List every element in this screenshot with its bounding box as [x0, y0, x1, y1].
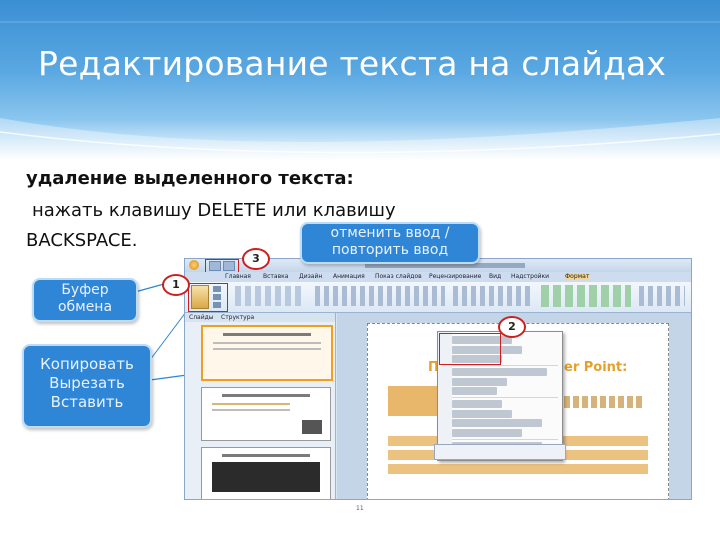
- ctx-menu-item[interactable]: [452, 428, 522, 437]
- badge-2: 2: [498, 316, 526, 338]
- header-band: [0, 0, 720, 160]
- slide-heading-right: er Point:: [564, 360, 628, 375]
- ribbon-tab-8[interactable]: Формат: [565, 273, 590, 280]
- body-line-1: удаление выделенного текста:: [26, 168, 354, 189]
- slide-thumbnail-3[interactable]: [201, 447, 331, 499]
- header-wave-decoration: [0, 21, 720, 160]
- undo-redo-callout: отменить ввод / повторить ввод: [300, 222, 480, 264]
- font-group: [315, 286, 445, 306]
- undo-redo-line-2: повторить ввод: [331, 242, 449, 258]
- ctx-separator: [452, 365, 558, 366]
- ribbon-tab-0[interactable]: Главная: [225, 273, 251, 280]
- ctx-menu-item[interactable]: [452, 336, 512, 344]
- slide-text-block-1: [564, 396, 644, 408]
- commands-callout: Копировать Вырезать Вставить: [22, 344, 152, 428]
- badge-3: 3: [242, 248, 270, 270]
- ribbon-tab-6[interactable]: Вид: [489, 273, 502, 280]
- ctx-menu-item[interactable]: [452, 355, 502, 363]
- slide-thumbnail-1[interactable]: [201, 325, 333, 381]
- paragraph-group: [453, 286, 533, 306]
- office-button-icon: [189, 260, 199, 270]
- ctx-menu-item[interactable]: [452, 345, 522, 354]
- page-number: 11: [356, 505, 364, 512]
- slides-group: [235, 286, 305, 306]
- copy-icon[interactable]: [213, 294, 221, 300]
- ctx-menu-item[interactable]: [452, 387, 497, 395]
- slides-panel: Слайды Структура: [185, 313, 336, 499]
- commands-line-1: Копировать: [40, 355, 134, 373]
- slide-thumbnail-2[interactable]: [201, 387, 331, 441]
- clipboard-callout: Буфер обмена: [32, 278, 138, 322]
- cut-icon[interactable]: [213, 286, 221, 292]
- ribbon-tabs: Главная Вставка Дизайн Анимация Показ сл…: [185, 272, 691, 282]
- undo-icon: [209, 261, 221, 271]
- commands-line-3: Вставить: [50, 393, 124, 411]
- app-title-placeholder: [365, 263, 525, 268]
- panel-tabs: Слайды Структура: [185, 313, 335, 322]
- ribbon-tab-5[interactable]: Рецензирование: [429, 273, 482, 280]
- ctx-menu-item[interactable]: [452, 409, 512, 418]
- badge-1: 1: [162, 274, 190, 296]
- copy-items-highlight: [439, 333, 501, 365]
- ribbon-tab-4[interactable]: Показ слайдов: [375, 273, 422, 280]
- ribbon-tab-3[interactable]: Анимация: [333, 273, 365, 280]
- ctx-separator: [452, 397, 558, 398]
- ctx-menu-item[interactable]: [452, 400, 502, 408]
- ctx-menu-item[interactable]: [452, 419, 542, 427]
- ribbon-tab-1[interactable]: Вставка: [263, 273, 289, 280]
- ctx-separator: [452, 438, 558, 440]
- ctx-menu-item[interactable]: [452, 368, 547, 376]
- body-line-2: нажать клавишу DELETE или клавишу: [32, 200, 396, 221]
- body-line-3: BACKSPACE.: [26, 230, 138, 251]
- drawing-group: [541, 285, 631, 307]
- clipboard-line-1: Буфер: [61, 282, 109, 298]
- redo-icon: [223, 261, 235, 271]
- format-painter-icon[interactable]: [213, 302, 221, 308]
- clipboard-line-2: обмена: [57, 299, 113, 315]
- ribbon: [185, 282, 691, 313]
- paste-icon[interactable]: [191, 285, 209, 309]
- ribbon-tab-2[interactable]: Дизайн: [299, 273, 323, 280]
- panel-tab-outline[interactable]: Структура: [221, 314, 255, 321]
- quick-access-highlight: [205, 259, 239, 273]
- powerpoint-screenshot: Главная Вставка Дизайн Анимация Показ сл…: [184, 258, 692, 500]
- clipboard-group-highlight: [188, 283, 228, 312]
- panel-tab-slides[interactable]: Слайды: [189, 314, 214, 321]
- ribbon-tab-7[interactable]: Надстройки: [511, 273, 550, 280]
- commands-line-2: Вырезать: [49, 374, 125, 392]
- undo-redo-line-1: отменить ввод /: [330, 225, 450, 241]
- slide-title: Редактирование текста на слайдах: [38, 44, 667, 83]
- mini-toolbar[interactable]: [434, 444, 566, 460]
- editing-group: [639, 286, 685, 306]
- ctx-menu-item[interactable]: [452, 377, 507, 386]
